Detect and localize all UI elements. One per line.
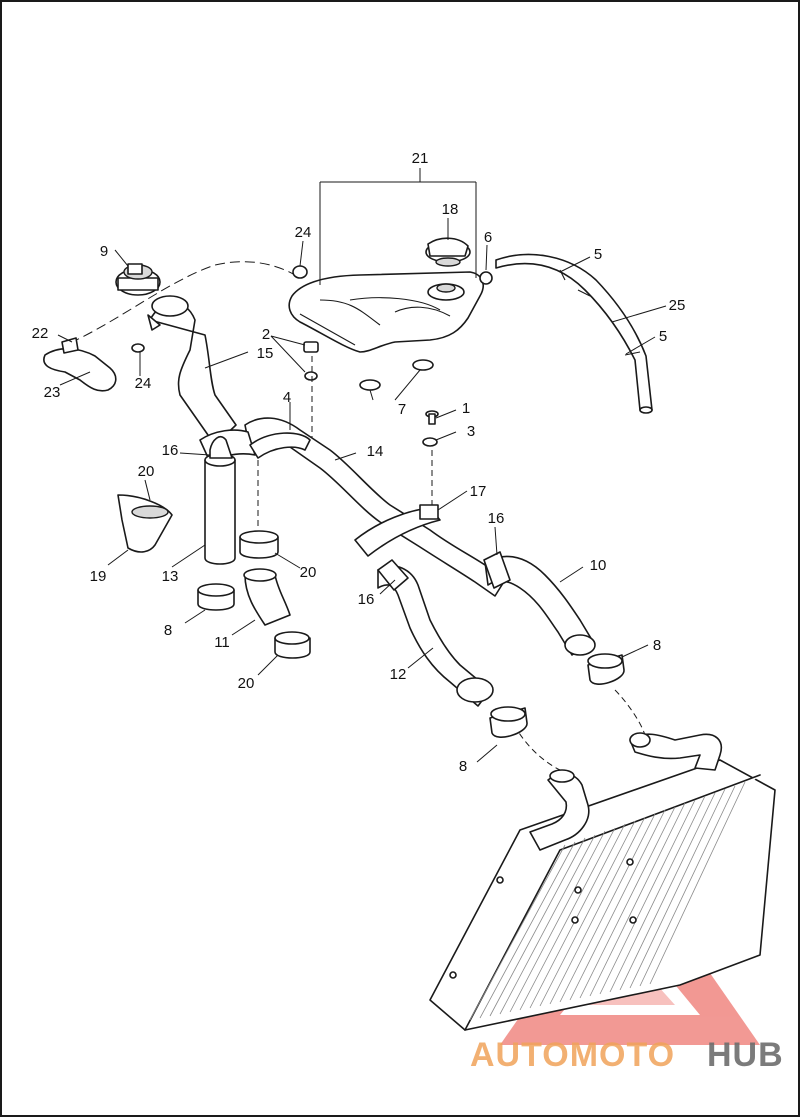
callout-18: 18 [442,201,459,218]
callout-20-bottom: 20 [238,675,255,692]
callout-5-bottom: 5 [659,328,667,345]
callout-19: 19 [90,568,107,585]
hose-11 [243,568,291,626]
washer-3 [422,437,438,447]
callout-11: 11 [214,634,230,651]
callout-1: 1 [462,400,470,417]
watermark-text: AUTOMOTO HUB [470,1036,784,1074]
overflow-hose-5 [495,253,653,414]
callout-8-left: 8 [164,622,172,639]
reservoir-cap-18 [425,237,471,267]
callout-24-top: 24 [295,224,312,241]
lower-hose-12 [377,559,494,707]
callout-16-right: 16 [488,510,505,527]
grommets-7 [359,359,434,391]
callout-8-bottom: 8 [459,758,467,775]
fastener-2 [303,341,319,381]
callout-20-funnel: 20 [138,463,155,480]
callout-12: 12 [390,666,407,683]
callout-17: 17 [470,483,487,500]
callout-labels: 21 18 24 6 9 5 25 5 22 2 15 24 23 4 7 1 … [32,150,686,775]
clamp-8-left [197,583,235,611]
callout-16-top: 16 [162,442,179,459]
callout-2: 2 [262,326,270,343]
callout-23: 23 [44,384,61,401]
leader-lines [57,168,667,763]
callout-10: 10 [590,557,607,574]
callout-7: 7 [398,401,406,418]
callout-13: 13 [162,568,179,585]
clamp-20-lower [274,631,311,659]
watermark-part2: HUB [707,1036,784,1074]
screw-1 [425,410,439,425]
callout-20-mid: 20 [300,564,317,581]
callout-22: 22 [32,325,49,342]
clamp-8-right [587,653,625,685]
radiator-cap-9 [115,263,161,296]
funnel-19 [117,494,173,553]
coolant-reservoir-21 [288,271,484,353]
callout-16-mid: 16 [358,591,375,608]
callout-9: 9 [100,243,108,260]
clamp-6 [479,271,493,285]
radiator [429,732,776,1031]
callout-24-left: 24 [135,375,152,392]
callout-4: 4 [283,389,291,406]
clamp-24-left [131,343,145,353]
callout-8-right: 8 [653,637,661,654]
filler-neck-hose-15 [147,295,237,446]
vent-hose-23 [43,337,117,392]
clamp-24-top [292,265,308,279]
callout-3: 3 [467,423,475,440]
clamp-8-bottom [489,706,528,738]
clamp-20-upper [239,530,279,559]
upper-hose-10 [483,551,596,656]
callout-25: 25 [669,297,686,314]
callout-6: 6 [484,229,492,246]
callout-15: 15 [257,345,274,362]
callout-5-top: 5 [594,246,602,263]
callout-21: 21 [412,150,429,167]
filler-pipe-13 [204,435,236,565]
crossover-tube-14 [199,417,506,597]
callout-14: 14 [367,443,384,460]
vent-hose-dashed [69,261,301,344]
watermark-part1: AUTOMOTO [470,1036,675,1074]
